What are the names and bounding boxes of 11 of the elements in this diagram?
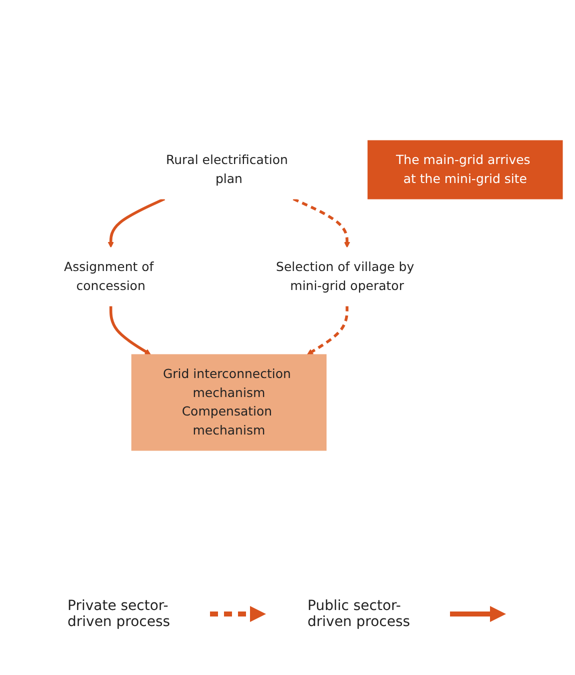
node-text: Selection of village by mini-grid operator bbox=[276, 260, 414, 293]
arrow bbox=[108, 305, 150, 354]
legend-text: Public sector-driven process bbox=[308, 598, 412, 630]
arrow bbox=[107, 197, 165, 248]
node-text: Rural electrification plan bbox=[165, 152, 288, 186]
legend-text: Private sector-driven process bbox=[68, 598, 172, 630]
arrow bbox=[292, 197, 350, 248]
node-box: Grid interconnection mechanism Compensation mechanism bbox=[130, 354, 326, 450]
node-box: The main-grid arrives at the mini-grid site bbox=[367, 140, 562, 199]
node-text: Assignment of concession bbox=[64, 260, 154, 293]
arrow bbox=[306, 305, 348, 354]
